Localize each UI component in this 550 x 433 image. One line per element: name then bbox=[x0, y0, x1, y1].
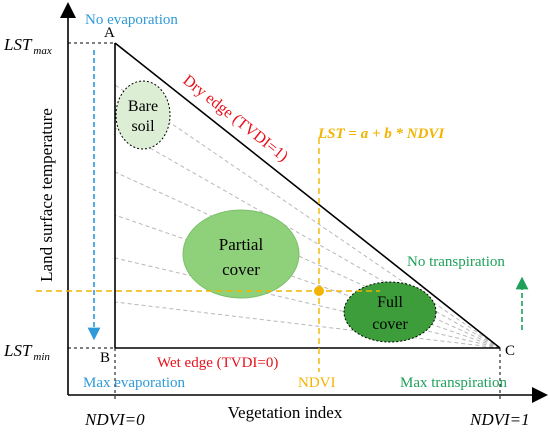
vertex-c: C bbox=[505, 343, 515, 359]
vertex-b: B bbox=[100, 350, 110, 366]
full-cover-label-2: cover bbox=[372, 316, 408, 333]
max-transpiration-label: Max transpiration bbox=[400, 375, 508, 391]
ndvi1-tick: NDVI=1 bbox=[469, 410, 530, 429]
no-evaporation-label: No evaporation bbox=[85, 12, 178, 28]
partial-cover-label-2: cover bbox=[222, 260, 260, 279]
partial-cover-region bbox=[182, 209, 300, 299]
no-transpiration-label: No transpiration bbox=[407, 254, 505, 270]
bare-soil-label-2: soil bbox=[131, 118, 155, 135]
partial-cover-label-1: Partial bbox=[219, 235, 264, 254]
full-cover-label-1: Full bbox=[377, 294, 403, 311]
tvdi-isolines bbox=[114, 84, 501, 349]
equation-label: LST = a + b * NDVI bbox=[317, 126, 445, 142]
y-axis-title: Land surface temperature bbox=[37, 108, 56, 282]
full-cover-region bbox=[343, 281, 437, 343]
dry-edge-label: Dry edge (TVDI=1) bbox=[180, 72, 292, 165]
wet-edge-label: Wet edge (TVDI=0) bbox=[157, 355, 278, 371]
ndvi-point bbox=[314, 286, 324, 296]
max-evaporation-label: Max evaporation bbox=[83, 375, 186, 391]
x-axis-title: Vegetation index bbox=[228, 403, 343, 422]
dry-edge-line bbox=[114, 42, 501, 349]
ndvi-label: NDVI bbox=[298, 375, 336, 391]
bare-soil-label-1: Bare bbox=[128, 98, 158, 115]
bare-soil-region bbox=[115, 80, 171, 150]
ndvi0-tick: NDVI=0 bbox=[84, 410, 145, 429]
vertex-a: A bbox=[104, 25, 115, 41]
